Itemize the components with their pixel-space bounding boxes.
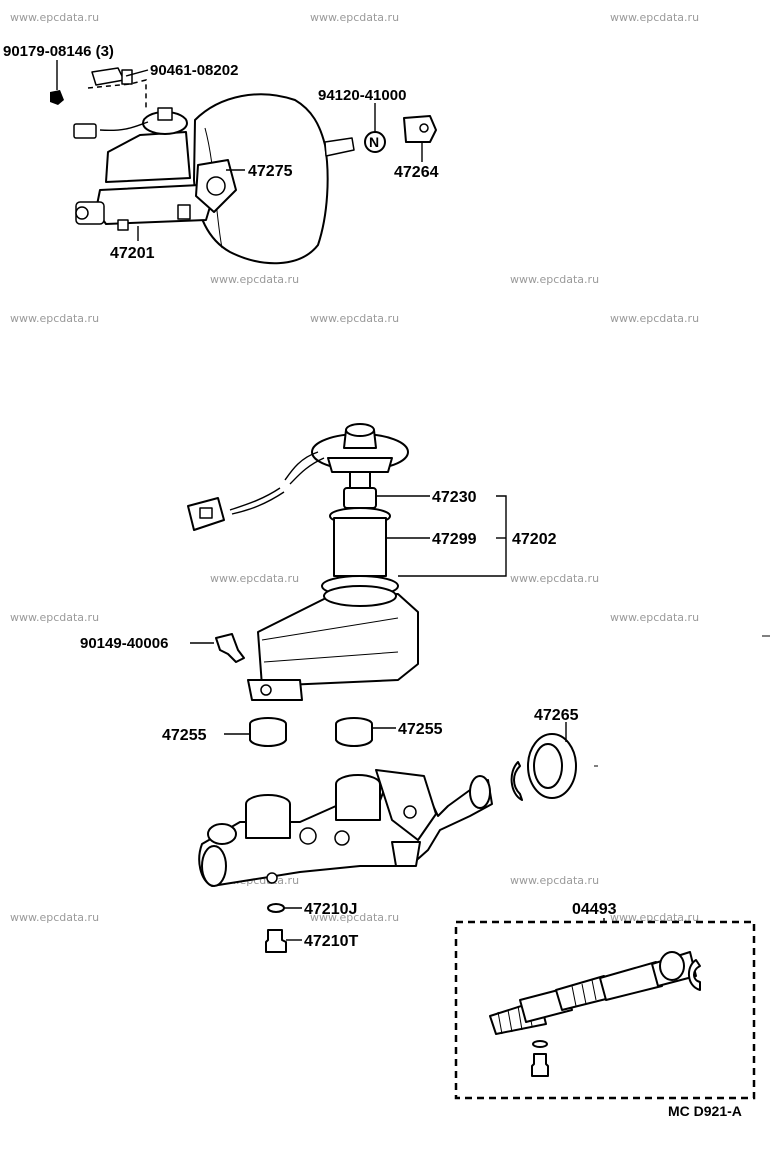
kit-bolt bbox=[531, 1053, 549, 1077]
front-bore bbox=[201, 845, 227, 887]
bolt-47210T bbox=[265, 929, 287, 953]
port-left-wall bbox=[245, 804, 291, 839]
label-47275: 47275 bbox=[248, 163, 293, 180]
screw-90149 bbox=[215, 633, 245, 663]
bracket-47202 bbox=[398, 495, 507, 577]
label-47201: 47201 bbox=[110, 245, 155, 262]
watermark: www.epcdata.ru bbox=[510, 273, 599, 286]
cap-skirt bbox=[327, 457, 393, 473]
watermark: www.epcdata.ru bbox=[610, 11, 699, 24]
clevis-hole bbox=[419, 123, 429, 133]
brake-booster bbox=[193, 93, 329, 265]
mount-lug bbox=[117, 219, 129, 231]
grommet-47255-left bbox=[249, 724, 287, 747]
watermark: www.epcdata.ru bbox=[10, 312, 99, 325]
watermark: www.epcdata.ru bbox=[510, 874, 599, 887]
booster-push-rod bbox=[324, 137, 355, 157]
watermark: www.epcdata.ru bbox=[310, 11, 399, 24]
gasket-hole bbox=[206, 176, 226, 196]
nut-90179 bbox=[50, 90, 64, 105]
cap-knob bbox=[345, 423, 375, 437]
reservoir-tank bbox=[257, 593, 419, 687]
label-90179-08146: 90179-08146 (3) bbox=[3, 43, 114, 60]
sensor-wire bbox=[99, 121, 149, 132]
grommet-47255-right bbox=[335, 724, 373, 747]
stop-bolt-group: 47210J 47210T bbox=[265, 901, 358, 953]
reservoir-small bbox=[105, 131, 191, 183]
seal-47265-inner bbox=[533, 743, 563, 789]
nut-letter: N bbox=[369, 134, 379, 150]
watermark: www.epcdata.ru bbox=[310, 911, 399, 924]
label-47202: 47202 bbox=[512, 531, 557, 548]
watermark: www.epcdata.ru bbox=[510, 572, 599, 585]
mount-lug bbox=[177, 204, 191, 220]
spring-coils-rear bbox=[571, 977, 607, 1007]
side-port bbox=[299, 827, 317, 845]
side-port-2 bbox=[334, 830, 350, 846]
top-assembly: N 90179-08146 (3) 90461-08202 94120-4100… bbox=[3, 43, 439, 265]
flange-lower bbox=[391, 841, 421, 867]
tank-foot bbox=[247, 679, 303, 701]
sensor-connector bbox=[73, 123, 97, 139]
watermark: www.epcdata.ru bbox=[610, 611, 699, 624]
strainer-47299 bbox=[333, 517, 387, 577]
seals: 47255 47255 47265 bbox=[162, 707, 579, 801]
leader-90461 bbox=[125, 69, 149, 77]
watermark: www.epcdata.ru bbox=[10, 611, 99, 624]
kit-boundary bbox=[454, 920, 756, 1100]
port-right-wall bbox=[335, 784, 381, 821]
watermark: www.epcdata.ru bbox=[10, 911, 99, 924]
mounting-flange bbox=[375, 769, 437, 841]
label-90149-40006: 90149-40006 bbox=[80, 635, 168, 652]
clip-dash-line bbox=[87, 79, 147, 110]
sensor-plug-tab bbox=[199, 507, 213, 519]
flange-hole bbox=[403, 805, 417, 819]
kit-snap-ring bbox=[688, 959, 701, 991]
gasket-47210J bbox=[267, 903, 285, 913]
level-sensor-wire-b bbox=[231, 457, 325, 515]
front-outlet bbox=[207, 823, 237, 845]
label-47255-right: 47255 bbox=[398, 721, 443, 738]
rear-boss bbox=[469, 775, 491, 809]
watermark: www.epcdata.ru bbox=[310, 312, 399, 325]
lower-boss bbox=[266, 872, 278, 884]
repair-kit-04493: 04493 bbox=[454, 901, 756, 1100]
cylinder-body-small bbox=[95, 184, 213, 225]
kit-gasket bbox=[532, 1040, 548, 1048]
watermark: www.epcdata.ru bbox=[210, 572, 299, 585]
snap-ring bbox=[510, 761, 523, 801]
label-47265: 47265 bbox=[534, 707, 579, 724]
label-90461-08202: 90461-08202 bbox=[150, 62, 238, 79]
tank-foot-hole bbox=[260, 684, 272, 696]
label-47210T: 47210T bbox=[304, 933, 358, 950]
watermark: www.epcdata.ru bbox=[610, 312, 699, 325]
watermark: www.epcdata.ru bbox=[10, 11, 99, 24]
figure-code: MC D921-A bbox=[668, 1103, 742, 1119]
label-04493: 04493 bbox=[572, 901, 617, 918]
tank-rib bbox=[261, 617, 399, 663]
piston-end bbox=[659, 951, 685, 981]
tank-neck bbox=[323, 585, 397, 607]
spring-coils-front bbox=[497, 1003, 533, 1035]
cap-stem bbox=[157, 107, 173, 121]
piston-secondary bbox=[599, 961, 663, 1001]
outlet-port bbox=[75, 206, 89, 220]
label-47255-left: 47255 bbox=[162, 727, 207, 744]
label-47230: 47230 bbox=[432, 489, 477, 506]
level-sensor-wire bbox=[229, 451, 319, 511]
master-cylinder bbox=[198, 769, 493, 887]
watermark: www.epcdata.ru bbox=[210, 273, 299, 286]
label-47264: 47264 bbox=[394, 164, 439, 181]
label-47210J: 47210J bbox=[304, 901, 357, 918]
label-94120-41000: 94120-41000 bbox=[318, 87, 406, 104]
clip-90461 bbox=[91, 67, 125, 86]
label-47299: 47299 bbox=[432, 531, 477, 548]
float-47230 bbox=[343, 487, 377, 509]
clip-tab bbox=[121, 69, 133, 85]
reservoir-assembly: 47230 47299 47202 90149-40006 bbox=[80, 423, 557, 701]
